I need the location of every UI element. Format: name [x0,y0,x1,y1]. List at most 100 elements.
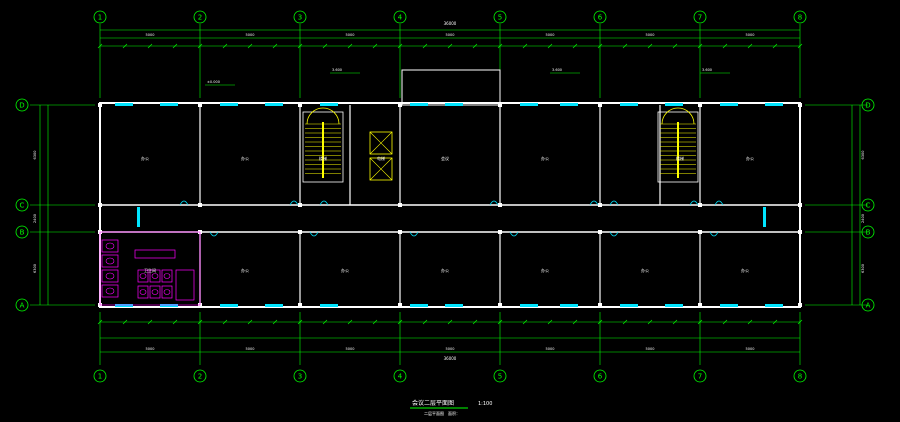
window-south [320,304,338,307]
dim-tick-bottom [572,319,578,325]
dim-tick-top [797,43,803,49]
axis-bubble-bottom-3 [293,369,307,383]
dim-tick-top [172,43,178,49]
room-labels: 办公办公楼梯电梯会议办公楼梯办公卫生间办公办公办公办公办公办公±0.0003.6… [141,68,754,273]
dim-tick-top [272,43,278,49]
left-dimension: 2400 [33,214,37,223]
dim-tick-bottom [622,319,628,325]
dim-tick-bottom [597,319,603,325]
axis-bubble-bottom-1 [93,369,107,383]
axis-label-right-A: A [866,302,871,310]
dim-tick-bottom [147,319,153,325]
door-north [289,200,299,206]
axis-bubble-right-D [861,98,875,112]
axis-label-bottom-1: 1 [98,373,102,381]
dim-tick-top [772,43,778,49]
room-label-north: 楼梯 [319,155,327,161]
window-north [665,103,683,106]
axis-label-right-D: D [865,102,870,110]
axis-bubble-left-D [15,98,29,112]
axis-grid-lines [30,24,868,365]
door-south [409,231,419,237]
toilet-fixtures [99,231,201,306]
axis-label-bottom-7: 7 [698,373,702,381]
axis-label-left-D: D [19,102,24,110]
dim-tick-top [722,43,728,49]
axis-bubble-bottom-5 [493,369,507,383]
axis-bubble-left-A [15,298,29,312]
window-south [410,304,428,307]
drawing-subtitle-note: 面积： [448,410,460,416]
toilet-stall [161,285,173,299]
dim-tick-bottom [247,319,253,325]
toilet-bowl [151,273,159,279]
window-south [560,304,578,307]
axis-label-left-B: B [20,229,25,237]
top-total-dimension: 36000 [444,21,457,26]
dim-tick-top [397,43,403,49]
door-north [689,200,699,206]
axis-label-right-C: C [866,202,871,210]
toilet-bowl [163,289,171,295]
toilet-stall [149,269,161,283]
axis-label-bottom-5: 5 [498,373,502,381]
bottom-bay-dimension: 5000 [746,347,755,351]
dim-tick-top [472,43,478,49]
elevator-cross [369,131,393,155]
urinal-row [175,269,195,301]
dim-tick-top [697,43,703,49]
window-north [265,103,283,106]
axis-bubble-bottom-7 [693,369,707,383]
axis-label-left-A: A [20,302,25,310]
windows [115,103,783,307]
toilet-area [99,231,201,306]
dim-tick-bottom [472,319,478,325]
column [498,303,502,307]
dim-tick-bottom [672,319,678,325]
dim-tick-top [672,43,678,49]
axis-bubble-bottom-8 [793,369,807,383]
door-north [589,200,599,206]
left-dimension: 6300 [33,264,37,273]
window-south [765,304,783,307]
corridor-end-window [137,207,140,227]
dim-tick-bottom [122,319,128,325]
column [298,203,302,207]
drawing-subtitle: 二层平面图 [424,410,444,416]
column [398,203,402,207]
axis-bubble-left-C [15,198,29,212]
toilet-bowl [105,257,115,265]
left-dimension: 6300 [33,151,37,160]
dim-tick-bottom [747,319,753,325]
room-label-north: 办公 [141,155,149,161]
dim-tick-top [247,43,253,49]
dim-tick-top [497,43,503,49]
bottom-bay-dimension: 5000 [146,347,155,351]
column [798,203,802,207]
corridor-end-window [763,207,766,227]
room-label-north: 电梯 [377,155,385,161]
column [598,303,602,307]
toilet-bowl [151,289,159,295]
room-label-south: 办公 [341,267,349,273]
column [798,103,802,107]
door-north [179,200,189,206]
axis-bubble-top-5 [493,10,507,24]
window-south [520,304,538,307]
drawing-title-block: 会议二层平面图 1:100 二层平面图 面积： [410,399,492,416]
window-north [720,103,738,106]
dim-tick-bottom [722,319,728,325]
stair-landing-arc [306,107,340,125]
dim-tick-bottom [522,319,528,325]
axis-label-bottom-6: 6 [598,373,603,381]
axis-bubble-left-B [15,225,29,239]
toilet-bowl [105,242,115,250]
dim-tick-bottom [447,319,453,325]
axis-label-top-2: 2 [198,14,202,22]
door-north [319,200,329,206]
axis-bubble-top-4 [393,10,407,24]
room-label-south: 办公 [441,267,449,273]
room-label-north: 办公 [541,155,549,161]
right-dimension: 6300 [861,151,865,160]
